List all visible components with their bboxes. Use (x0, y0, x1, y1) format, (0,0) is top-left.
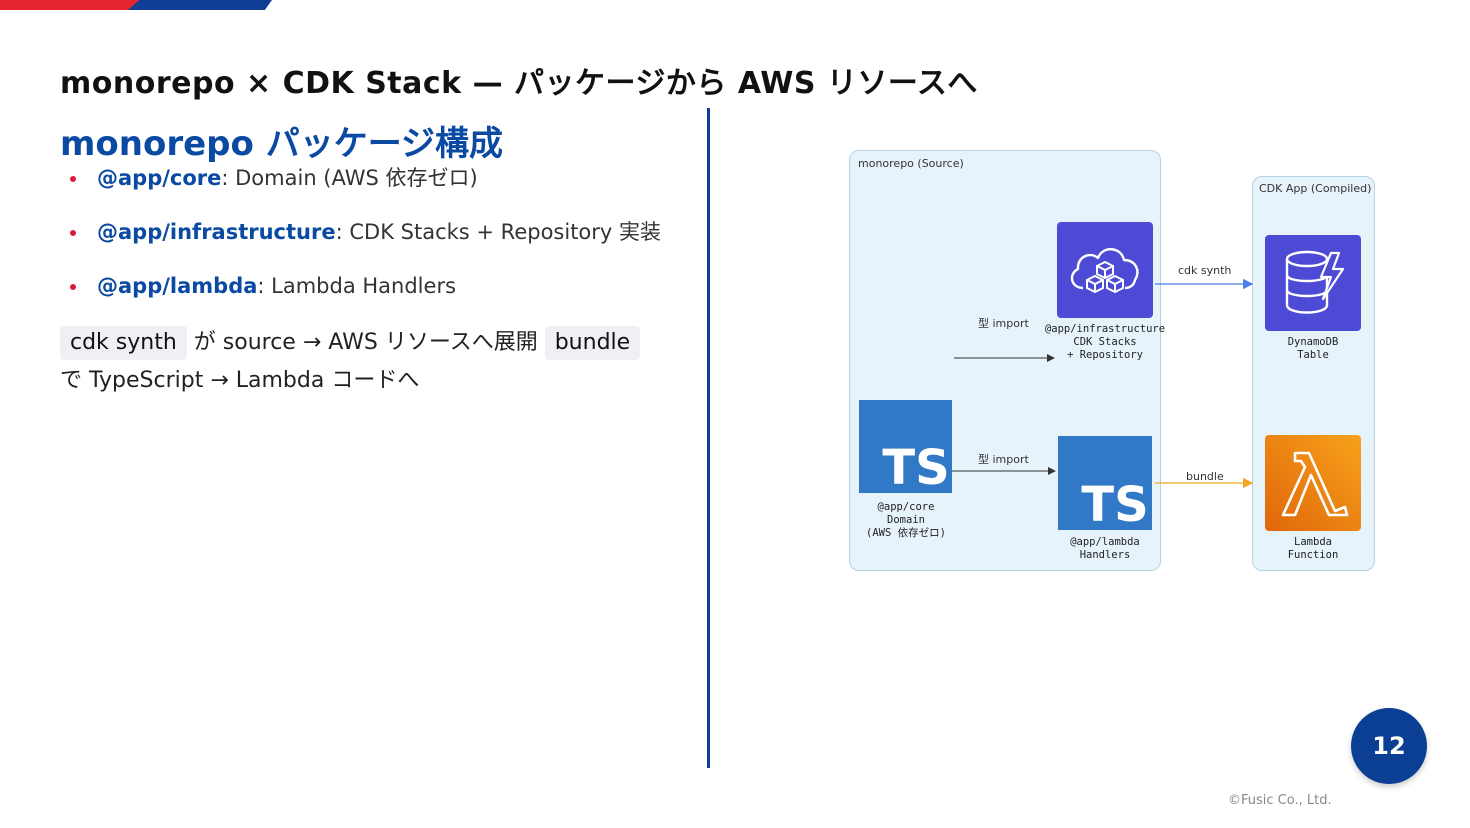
ts-icon-text: TS (882, 440, 949, 493)
ts-icon-text: TS (1081, 477, 1148, 530)
node-label-line: Domain (887, 514, 925, 526)
bullet-item-lambda: @app/lambda: Lambda Handlers (62, 272, 661, 326)
node-label-line: Lambda (1294, 536, 1332, 548)
typescript-icon: TS (859, 400, 952, 493)
bullet-dot-icon (70, 230, 76, 236)
package-description: : CDK Stacks + Repository 実装 (335, 220, 662, 244)
node-label-lambda-package: @app/lambda Handlers (1035, 536, 1175, 562)
node-label-line: (AWS 依存ゼロ) (866, 527, 946, 539)
node-label-lambda-function: Lambda Function (1258, 536, 1368, 562)
vertical-divider (707, 108, 710, 768)
package-bullet-list: @app/core: Domain (AWS 依存ゼロ) @app/infras… (62, 164, 661, 326)
dynamodb-icon (1265, 235, 1361, 331)
accent-blue-stripe (128, 0, 272, 10)
bullet-dot-icon (70, 176, 76, 182)
copyright-text: ©Fusic Co., Ltd. (1228, 793, 1332, 808)
diagram-edges (952, 278, 1254, 489)
lambda-icon (1265, 435, 1361, 531)
bullet-item-infrastructure: @app/infrastructure: CDK Stacks + Reposi… (62, 218, 661, 272)
node-label-infrastructure: @app/infrastructure CDK Stacks + Reposit… (1035, 323, 1175, 362)
edge-label-import-bottom: 型 import (978, 453, 1029, 466)
node-label-line: Table (1297, 349, 1329, 361)
package-description: : Lambda Handlers (257, 274, 457, 298)
cluster-label: monorepo (Source) (858, 157, 964, 170)
edge-label-cdk-synth: cdk synth (1178, 264, 1232, 277)
node-label-core: @app/core Domain (AWS 依存ゼロ) (838, 501, 974, 540)
node-label-dynamodb: DynamoDB Table (1258, 336, 1368, 362)
edge-label-bundle: bundle (1186, 470, 1224, 483)
package-name: @app/infrastructure (97, 220, 336, 244)
edge-label-import-top: 型 import (978, 317, 1029, 330)
package-name: @app/lambda (97, 274, 258, 298)
cluster-monorepo-source: monorepo (Source) (849, 150, 1161, 571)
typescript-icon: TS (1058, 436, 1152, 530)
node-label-line: CDK Stacks (1073, 336, 1137, 348)
node-label-line: + Repository (1067, 349, 1143, 361)
bullet-item-core: @app/core: Domain (AWS 依存ゼロ) (62, 164, 661, 218)
description-text: で TypeScript → Lambda コードへ (60, 368, 420, 393)
top-accent-bar (0, 0, 272, 10)
package-name: @app/core (97, 166, 222, 190)
section-heading: monorepo パッケージ構成 (60, 124, 504, 164)
node-label-line: Function (1287, 549, 1339, 561)
code-cdk-synth: cdk synth (60, 326, 187, 360)
node-label-line: @app/lambda (1070, 536, 1140, 548)
code-bundle: bundle (544, 326, 641, 360)
package-description: : Domain (AWS 依存ゼロ) (221, 166, 478, 190)
description-text: が source → AWS リソースへ展開 (186, 330, 545, 355)
node-label-line: @app/core (877, 501, 935, 513)
node-label-line: @app/infrastructure (1044, 323, 1166, 335)
node-label-line: DynamoDB (1287, 336, 1339, 348)
architecture-diagram: monorepo (Source) CDK App (Compiled) 型 i… (846, 146, 1378, 574)
page-number-badge: 12 (1351, 708, 1427, 784)
cdk-cloud-icon (1057, 222, 1153, 318)
bullet-dot-icon (70, 284, 76, 290)
build-description: cdk synth が source → AWS リソースへ展開 bundle で… (60, 324, 680, 400)
accent-red-stripe (0, 0, 140, 10)
slide-title: monorepo × CDK Stack — パッケージから AWS リソースへ (60, 66, 978, 101)
cluster-label: CDK App (Compiled) (1259, 182, 1372, 195)
node-label-line: Handlers (1079, 549, 1131, 561)
